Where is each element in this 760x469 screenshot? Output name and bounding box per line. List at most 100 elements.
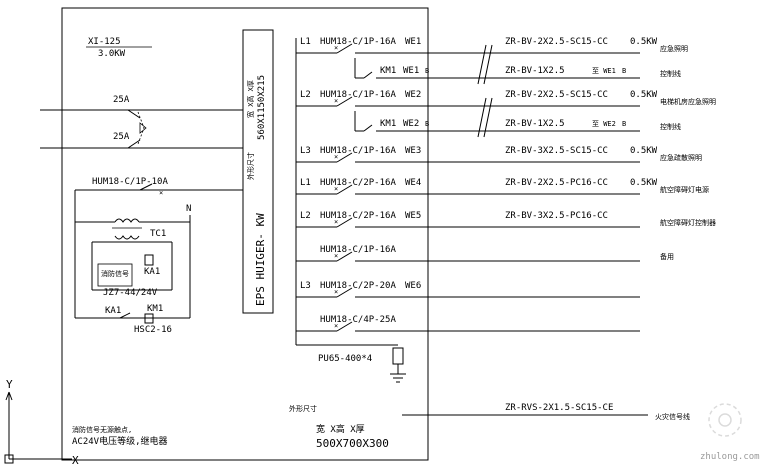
- circuit-row: × L3 HUM18-C/2P-20A WE6: [296, 281, 640, 298]
- control-contact-suffix: B: [425, 67, 429, 75]
- ucs-axis-icon: Y X: [4, 378, 79, 467]
- power-label: 0.5KW: [630, 37, 658, 47]
- cable-extra-label: 至 WE2: [592, 120, 616, 128]
- contactor-coil: [144, 313, 154, 324]
- cable-label: ZR-BV-1X2.5: [505, 66, 565, 76]
- neutral-label: N: [186, 204, 191, 214]
- circuit-row: × L1 HUM18-C/1P-16A WE1 ZR-BV-2X2.5-SC15-CC 0…: [296, 37, 688, 54]
- use-label: 航空障碍灯控制器: [660, 218, 716, 227]
- circuit-id-label: WE6: [405, 281, 421, 291]
- cable-extra-suffix: B: [622, 67, 626, 75]
- incoming-power-label: 3.0KW: [98, 49, 126, 59]
- phase-label: L2: [300, 211, 311, 221]
- eps-cabinet-box: [242, 29, 274, 314]
- phase-label: L1: [300, 37, 311, 47]
- cable-label: ZR-BV-3X2.5-SC15-CC: [505, 146, 608, 156]
- surge-protector: [392, 347, 404, 365]
- signal-box: [97, 263, 133, 287]
- breaker-label: HUM18-C/2P-16A: [320, 178, 396, 188]
- breaker-label: HUM18-C/2P-16A: [320, 211, 396, 221]
- breaker-label: HUM18-C/4P-25A: [320, 315, 396, 325]
- breaker-cross: ×: [334, 252, 338, 260]
- phase-label: L3: [300, 146, 311, 156]
- phase-label: L2: [300, 90, 311, 100]
- use-label: 应急照明: [660, 44, 688, 53]
- eps-size-label: 560X1150X215: [257, 75, 267, 140]
- relay-coil-model: JZ7-44/24V: [103, 288, 158, 298]
- breaker-label: HUM18-C/1P-16A: [320, 37, 396, 47]
- signal-box-label: 消防信号: [101, 269, 129, 278]
- control-contact-id: WE1: [403, 66, 419, 76]
- transformer-secondary: [114, 235, 140, 240]
- phase-label: L3: [300, 281, 311, 291]
- watermark-text: zhulong.com: [700, 452, 760, 462]
- transformer-primary: [114, 218, 140, 223]
- input-breaker-2-label: 25A: [113, 132, 130, 142]
- relay-contact-label: KA1: [105, 306, 121, 316]
- cable-label: ZR-BV-2X2.5-SC15-CC: [505, 37, 608, 47]
- control-contact-label: KM1: [380, 66, 396, 76]
- phase-label: L1: [300, 178, 311, 188]
- breaker-cross: ×: [334, 322, 338, 330]
- note-line-1: 消防信号无源触点,: [72, 425, 132, 434]
- cable-label: ZR-BV-3X2.5-PC16-CC: [505, 211, 608, 221]
- control-contact-id: WE2: [403, 119, 419, 129]
- breaker-label: HUM18-C/2P-20A: [320, 281, 396, 291]
- enclosure-box: [61, 7, 429, 461]
- outline-size: 500X700X300: [316, 437, 389, 450]
- circuit-id-label: WE3: [405, 146, 421, 156]
- circuit-id-label: WE5: [405, 211, 421, 221]
- breaker-label: HUM18-C/1P-16A: [320, 90, 396, 100]
- eps-power-mark: 外形尺寸: [246, 152, 255, 180]
- outline-label: 外形尺寸: [289, 404, 317, 413]
- breaker-label: HUM18-C/1P-16A: [320, 245, 396, 255]
- circuit-id-label: WE1: [405, 37, 421, 47]
- use-label: 航空障碍灯电源: [660, 185, 709, 194]
- cable-extra-suffix: B: [622, 120, 626, 128]
- svg-text:×: ×: [159, 189, 163, 197]
- control-breaker-label: HUM18-C/1P-10A: [92, 177, 168, 187]
- relay-coil: [144, 254, 154, 266]
- breaker-cross: ×: [334, 153, 338, 161]
- eps-cabinet-text: EPS HUIGER- KW: [254, 213, 267, 306]
- transformer-label: TC1: [150, 229, 166, 239]
- incoming-switch-label: XI-125: [88, 37, 121, 47]
- circuit-id-label: WE4: [405, 178, 421, 188]
- breaker-cross: ×: [334, 288, 338, 296]
- watermark-logo: [708, 403, 742, 437]
- breaker-cross: ×: [334, 185, 338, 193]
- eps-size-marks: 宽 X高 X厚: [246, 80, 255, 118]
- circuit-id-label: WE2: [405, 90, 421, 100]
- power-label: 0.5KW: [630, 146, 658, 156]
- relay-ka1-label: KA1: [144, 267, 160, 277]
- power-label: 0.5KW: [630, 90, 658, 100]
- contactor-model: HSC2-16: [134, 325, 172, 335]
- breaker-cross: ×: [334, 218, 338, 226]
- circuit-row: × L1 HUM18-C/2P-16A WE4 ZR-BV-2X2.5-PC16-CC 0…: [296, 178, 709, 195]
- use-label: 控制线: [660, 122, 681, 131]
- breaker-cross: ×: [334, 97, 338, 105]
- power-label: 0.5KW: [630, 178, 658, 188]
- breaker-cross: ×: [334, 44, 338, 52]
- circuit-row: × L2 HUM18-C/2P-16A WE5 ZR-BV-3X2.5-PC16-CC 航…: [296, 211, 716, 228]
- axis-y-label: Y: [6, 378, 13, 391]
- contactor-label: KM1: [147, 304, 163, 314]
- circuit-row: ×HUM18-C/4P-25A: [296, 315, 640, 332]
- fire-cable-label: ZR-RVS-2X1.5-SC15-CE: [505, 403, 613, 413]
- cable-label: ZR-BV-2X2.5-PC16-CC: [505, 178, 608, 188]
- axis-x-label: X: [72, 454, 79, 467]
- surge-label: PU65-400*4: [318, 354, 372, 364]
- use-label: 应急疏散照明: [660, 153, 702, 162]
- note-line-2: AC24V电压等级,继电器: [72, 435, 168, 447]
- input-breaker-1-label: 25A: [113, 95, 130, 105]
- control-contact-suffix: B: [425, 120, 429, 128]
- use-label: 电梯机房应急照明: [660, 97, 716, 106]
- use-label: 控制线: [660, 69, 681, 78]
